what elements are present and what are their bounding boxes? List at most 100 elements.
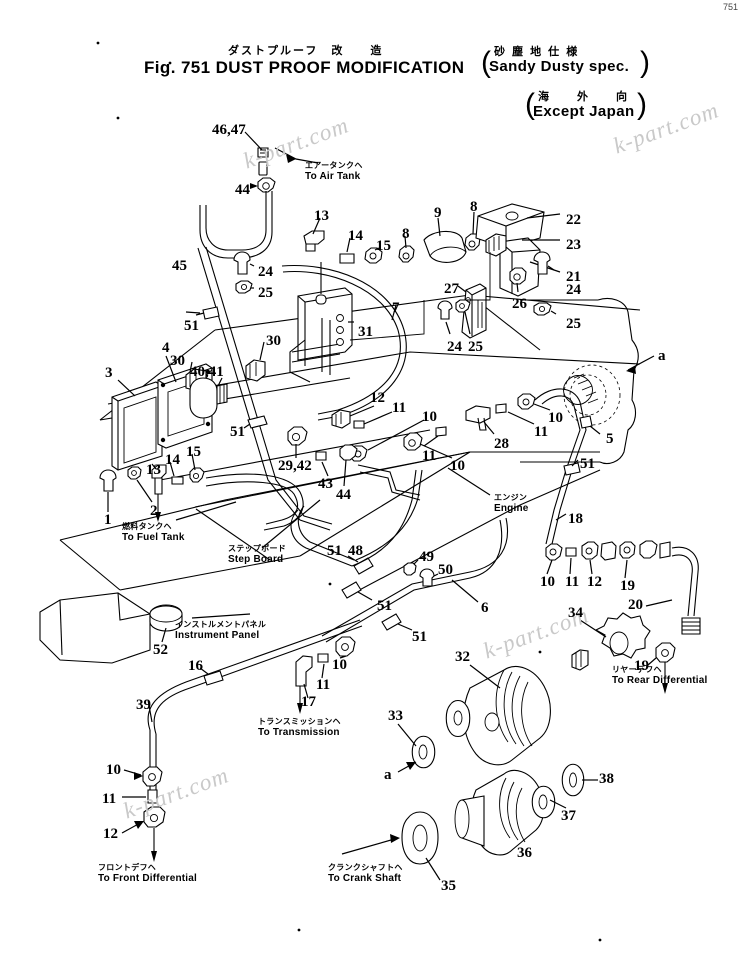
market-japanese: 海 外 向	[538, 91, 629, 103]
callout-8-right: 8	[470, 199, 478, 215]
bracket-27	[350, 252, 490, 340]
callout-44: 44	[235, 182, 250, 198]
annotation-jp: エンジン	[494, 493, 528, 502]
callout-21: 21	[566, 269, 581, 285]
bolt-26	[510, 268, 526, 292]
callout-18: 18	[568, 511, 583, 527]
annotation-en: Engine	[494, 503, 529, 514]
reservoir-31	[290, 262, 354, 382]
pipe-45	[186, 247, 332, 530]
callout-33: 33	[388, 708, 403, 724]
callout-17: 17	[301, 694, 316, 710]
annotation-step-board: ステップボード Step Board	[228, 543, 286, 565]
annotation-jp: インストルメントパネル	[175, 620, 267, 629]
callout-12-f: 12	[587, 574, 602, 590]
callout-13-b: 13	[146, 462, 161, 478]
center-manifold	[244, 406, 424, 486]
annotation-jp: ステップボード	[228, 544, 287, 553]
fitting-30-right	[246, 342, 265, 381]
pipe-18	[535, 356, 654, 544]
annotation-to-front-differential: フロントデフヘ To Front Differential	[98, 862, 197, 884]
front-diff-fittings	[122, 767, 165, 862]
pulley-32	[398, 665, 550, 772]
fittings-lower-left	[100, 454, 204, 522]
tee-28	[358, 394, 550, 500]
callout-24-a: 24	[258, 264, 273, 280]
callout-10-f: 10	[540, 574, 555, 590]
callout-24-b: 24	[447, 339, 462, 355]
callout-50: 50	[438, 562, 453, 578]
pipe-7	[282, 266, 406, 420]
annotation-to-transmission: トランスミッションヘ To Transmission	[258, 716, 341, 738]
callout-7: 7	[392, 300, 400, 316]
callout-44-b: 44	[336, 487, 351, 503]
callout-25-b: 25	[468, 339, 483, 355]
callout-28: 28	[494, 436, 509, 452]
callout-15: 15	[376, 238, 391, 254]
crank-pulley-36	[342, 764, 598, 880]
callout-51-d: 51	[327, 543, 342, 559]
bolt-24-left	[234, 252, 254, 293]
callout-14-b: 14	[165, 452, 180, 468]
title-english: Fig. 751 DUST PROOF MODIFICATION	[144, 58, 465, 77]
callout-40-41: 40,41	[190, 364, 224, 380]
callout-19-b: 19	[634, 658, 649, 674]
callout-4: 4	[162, 340, 170, 356]
annotation-jp: リヤーデフヘ	[612, 665, 662, 674]
annotation-jp: クランクシャフトヘ	[328, 863, 403, 872]
instrument-knob-52	[150, 605, 250, 642]
callout-25-a: 25	[258, 285, 273, 301]
callout-11-f: 11	[565, 574, 580, 590]
callout-22: 22	[566, 212, 581, 228]
callout-2: 2	[150, 503, 158, 519]
callout-8-left: 8	[402, 226, 410, 242]
annotation-jp: 燃料タンクヘ	[122, 522, 172, 531]
callout-32: 32	[455, 649, 470, 665]
callout-34: 34	[568, 605, 583, 621]
flange-34	[572, 613, 650, 670]
callout-31: 31	[358, 324, 373, 340]
callout-43: 43	[318, 476, 333, 492]
callout-30-a: 30	[170, 353, 185, 369]
callout-9: 9	[434, 205, 442, 221]
callout-11-c: 11	[534, 424, 549, 440]
callout-20: 20	[628, 597, 643, 613]
air-cleaner-assembly	[476, 204, 560, 296]
annotation-en: Step Board	[228, 554, 284, 565]
spec-paren-open: (	[481, 46, 491, 79]
air-tank-fitting-group	[200, 132, 318, 258]
market-english: Except Japan	[533, 103, 635, 120]
callout-3: 3	[105, 365, 113, 381]
callout-51-e: 51	[377, 598, 392, 614]
annotation-en: To Transmission	[258, 727, 340, 738]
callout-51-b: 51	[230, 424, 245, 440]
callout-30-b: 30	[266, 333, 281, 349]
callout-10-b: 10	[450, 458, 465, 474]
callout-10-d: 10	[332, 657, 347, 673]
callout-35: 35	[441, 878, 456, 894]
spec-english: Sandy Dusty spec.	[489, 58, 630, 75]
bolt-24-right	[534, 252, 556, 315]
callout-10-e: 10	[106, 762, 121, 778]
annotation-en: To Air Tank	[305, 171, 361, 182]
annotation-engine: エンジン Engine	[494, 492, 529, 514]
callout-49: 49	[419, 549, 434, 565]
callout-10-c: 10	[548, 410, 563, 426]
hose-to-fuel-tank	[206, 474, 303, 530]
callout-51-f: 51	[412, 629, 427, 645]
callout-11-e: 11	[102, 791, 117, 807]
callout-5: 5	[606, 431, 614, 447]
callout-38: 38	[599, 771, 614, 787]
callout-52: 52	[153, 642, 168, 658]
market-paren-open: (	[525, 88, 535, 121]
pipe-16-39	[148, 620, 362, 790]
callout-13: 13	[314, 208, 329, 224]
fitting-row-rear-diff	[546, 541, 700, 694]
callout-39: 39	[136, 697, 151, 713]
annotation-jp: フロントデフヘ	[98, 863, 157, 872]
spec-paren-close: )	[640, 46, 650, 79]
annotation-en: To Rear Differential	[612, 675, 708, 686]
callout-11-b: 11	[422, 448, 437, 464]
annotation-en: To Fuel Tank	[122, 532, 185, 543]
